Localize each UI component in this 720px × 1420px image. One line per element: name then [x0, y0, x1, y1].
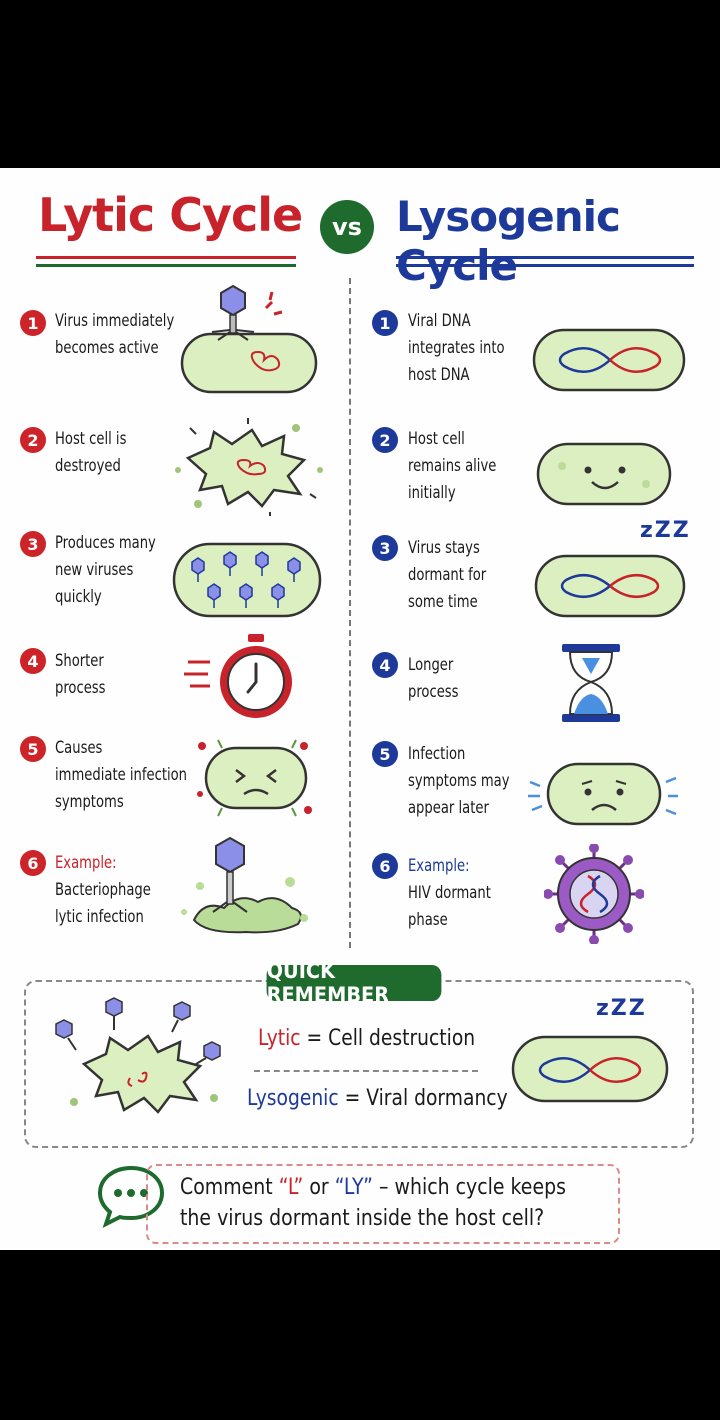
lytic-underline-green [36, 264, 296, 267]
lytic-step-6-label: Example: [55, 853, 117, 873]
integrated-dna-cell-icon [532, 328, 686, 392]
definition-divider [254, 1070, 478, 1072]
lyso-step-5-text: Infection symptoms may appear later [408, 744, 510, 818]
lysogenic-underline-2 [396, 264, 694, 267]
center-divider [349, 278, 351, 948]
infographic-sheet: Lytic Cycle vs Lysogenic Cycle 1 Virus i… [0, 168, 720, 1250]
lytic-step-6-number: 6 [20, 850, 46, 876]
lytic-meaning: = Cell destruction [306, 1026, 476, 1051]
lysogenic-title: Lysogenic Cycle [396, 192, 621, 290]
lytic-burst-summary-icon [55, 997, 221, 1114]
lyso-step-6-number: 6 [372, 853, 398, 879]
lytic-step-1-number: 1 [20, 310, 46, 336]
lytic-step-3-text: Produces many new viruses quickly [55, 533, 156, 607]
lyso-step-5-number: 5 [372, 741, 398, 767]
lyso-step-3-text: Virus stays dormant for some time [408, 538, 487, 612]
lytic-step-6-text: Bacteriophage lytic infection [55, 880, 151, 927]
lyso-step-1-text: Viral DNA integrates into host DNA [408, 311, 505, 385]
lytic-step-1-text: Virus immediately becomes active [55, 311, 175, 358]
summary-zzz: zZZ [596, 996, 647, 1021]
lyso-step-2-text: Host cell remains alive initially [408, 429, 497, 503]
lytic-definition: Lytic = Cell destruction [258, 1026, 475, 1051]
comment-prompt-box [146, 1164, 620, 1244]
quick-remember-title: QUICK REMEMBER [266, 959, 442, 1007]
hourglass-icon [562, 644, 620, 722]
lyso-step-4-text: Longer process [408, 655, 459, 702]
lytic-step-3-number: 3 [20, 531, 46, 557]
lyso-step-6-text: HIV dormant phase [408, 883, 491, 930]
lytic-underline-red [36, 256, 296, 259]
lyso-step-2-number: 2 [372, 427, 398, 453]
cta-prefix: Comment [180, 1175, 279, 1200]
comment-prompt-text: Comment “L” or “LY” – which cycle keeps … [180, 1172, 566, 1234]
stopwatch-icon [184, 634, 292, 718]
lytic-step-5-number: 5 [20, 736, 46, 762]
lytic-step-4-number: 4 [20, 648, 46, 674]
lytic-step-2-number: 2 [20, 427, 46, 453]
lytic-step-2-text: Host cell is destroyed [55, 429, 127, 476]
lysogenic-meaning: = Viral dormancy [344, 1086, 508, 1111]
lytic-step-5-text: Causes immediate infection symptoms [55, 738, 188, 812]
cta-option-ly: “LY” [334, 1175, 373, 1200]
lyso-step-6-label: Example: [408, 856, 470, 876]
lysogenic-term: Lysogenic [247, 1086, 339, 1111]
lytic-step-4-text: Shorter process [55, 651, 106, 698]
hiv-virus-icon [544, 844, 644, 944]
cta-or: or [303, 1175, 335, 1200]
cta-option-l: “L” [278, 1175, 304, 1200]
cell-many-viruses-icon [172, 542, 322, 618]
cta-question: – which cycle keeps the virus dormant in… [180, 1175, 566, 1231]
sick-cell-icon [197, 739, 312, 817]
lyso-step-4-number: 4 [372, 652, 398, 678]
lytic-term: Lytic [258, 1026, 301, 1051]
lytic-title: Lytic Cycle [38, 188, 303, 242]
lysogenic-definition: Lysogenic = Viral dormancy [247, 1086, 508, 1111]
bacteriophage-lytic-icon [181, 836, 308, 934]
dormant-zzz: zZZ [640, 518, 691, 543]
worried-cell-icon [528, 762, 678, 826]
dormant-dna-cell-icon [534, 554, 686, 618]
vs-badge: vs [320, 200, 374, 254]
dormant-summary-cell-icon [511, 1035, 669, 1103]
lysogenic-underline [396, 256, 694, 259]
lyso-step-1-number: 1 [372, 310, 398, 336]
burst-cell-icon [175, 418, 323, 516]
happy-cell-icon [536, 442, 672, 506]
phage-on-cell-icon [180, 284, 318, 394]
lyso-step-3-number: 3 [372, 535, 398, 561]
